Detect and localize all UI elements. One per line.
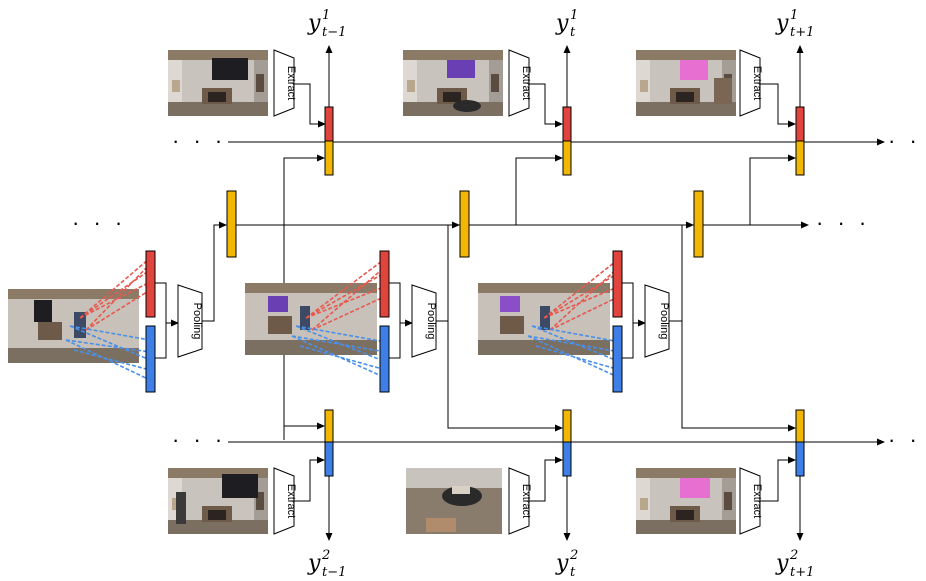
bottom-thumbnail-t-plus-1 xyxy=(636,468,736,534)
egocentric-frame-t-plus-1 xyxy=(478,257,621,379)
svg-text:2: 2 xyxy=(321,548,330,563)
feature-red-top-t-minus-1 xyxy=(324,106,334,142)
pooled-to-bottom-wires xyxy=(284,262,796,432)
svg-text:t−1: t−1 xyxy=(322,25,346,40)
bottom-ellipsis-left: · · · xyxy=(172,427,226,452)
svg-text:1: 1 xyxy=(570,8,578,23)
feature-blue-bottom-t-plus-1 xyxy=(795,441,805,477)
pooling-label: Pooling xyxy=(191,303,203,340)
svg-text:y: y xyxy=(555,11,569,36)
feature-yellow-top-t-minus-1 xyxy=(324,140,334,176)
extract-block-bottom-t: Extract xyxy=(508,467,532,535)
output-bottom-t-plus-1: y 2 t+1 xyxy=(775,548,814,580)
pooling-label: Pooling xyxy=(425,303,437,340)
output-bottom-t: y 2 t xyxy=(555,548,578,580)
extract-label: Extract xyxy=(751,66,763,100)
extract-block-bottom-t-plus-1: Extract xyxy=(739,467,763,535)
middle-ellipsis-left: · · · xyxy=(72,210,126,235)
attention-red-t-plus-1 xyxy=(612,250,623,318)
extract-block-top-t-plus-1: Extract xyxy=(739,49,763,117)
top-ellipsis-right: · · · xyxy=(888,128,926,153)
output-bottom-t-minus-1: y 2 t−1 xyxy=(307,548,346,580)
svg-text:y: y xyxy=(775,551,789,576)
svg-text:2: 2 xyxy=(789,548,798,563)
pooling-stage-t: Pooling xyxy=(245,221,460,393)
attention-blue-t-plus-1 xyxy=(612,325,623,393)
top-thumbnail-t-minus-1 xyxy=(168,50,268,116)
top-thumbnail-t xyxy=(403,50,503,116)
pooling-block-t-minus-1: Pooling xyxy=(177,284,203,358)
extract-label: Extract xyxy=(285,66,297,100)
extract-label: Extract xyxy=(751,484,763,518)
svg-text:y: y xyxy=(775,11,789,36)
tv-screen xyxy=(447,60,475,78)
attention-blue-t-minus-1 xyxy=(145,325,156,393)
attention-red-t-minus-1 xyxy=(145,250,156,318)
extract-label: Extract xyxy=(520,484,532,518)
svg-text:1: 1 xyxy=(790,8,798,23)
pooling-stage-t-minus-1: Pooling xyxy=(8,221,227,393)
feature-red-top-t xyxy=(562,106,572,142)
middle-row: · · · · · · xyxy=(72,154,870,440)
top-thumbnail-t-plus-1 xyxy=(636,50,736,116)
output-top-t-plus-1: y 1 t+1 xyxy=(775,8,814,40)
feature-blue-bottom-t-minus-1 xyxy=(324,441,334,477)
extract-block-top-t: Extract xyxy=(508,49,532,117)
pooling-block-t-plus-1: Pooling xyxy=(644,284,670,358)
egocentric-frame-t xyxy=(245,257,387,379)
tv-screen xyxy=(212,58,248,80)
attention-red-t xyxy=(379,250,390,318)
svg-text:y: y xyxy=(307,11,321,36)
bottom-thumbnail-t xyxy=(406,468,502,534)
feature-blue-bottom-t xyxy=(562,441,572,477)
pooled-state-t-plus-1 xyxy=(693,190,704,258)
top-ellipsis-left: · · · xyxy=(172,128,226,153)
svg-text:y: y xyxy=(555,551,569,576)
feature-yellow-top-t xyxy=(562,140,572,176)
pooling-stage-t-plus-1: Pooling xyxy=(478,221,694,393)
extract-label: Extract xyxy=(285,484,297,518)
tv-screen xyxy=(680,478,710,498)
output-top-t: y 1 t xyxy=(555,8,578,40)
feature-yellow-bottom-t-plus-1 xyxy=(795,409,805,443)
tv-screen xyxy=(222,474,258,498)
output-top-t-minus-1: y 1 t−1 xyxy=(307,8,346,40)
top-row: · · · · · · Extract y 1 t−1 xyxy=(168,8,926,176)
pooling-block-t: Pooling xyxy=(411,284,437,358)
bottom-row: · · · · · · Extract y 2 t−1 xyxy=(168,409,926,580)
pooling-label: Pooling xyxy=(658,303,670,340)
feature-yellow-bottom-t xyxy=(562,409,572,443)
middle-ellipsis-right: · · · xyxy=(816,210,870,235)
bottom-thumbnail-t-minus-1 xyxy=(168,468,268,534)
extract-label: Extract xyxy=(520,66,532,100)
svg-text:t: t xyxy=(570,25,576,40)
feature-yellow-bottom-t-minus-1 xyxy=(324,409,334,443)
tv-screen xyxy=(680,60,708,80)
svg-text:t+1: t+1 xyxy=(790,25,814,40)
extract-block-bottom-t-minus-1: Extract xyxy=(273,467,297,535)
bottom-ellipsis-right: · · · xyxy=(888,427,926,452)
pooled-state-t-minus-1 xyxy=(226,190,237,258)
svg-text:t+1: t+1 xyxy=(790,565,814,580)
feature-yellow-top-t-plus-1 xyxy=(795,140,805,176)
egocentric-frame-t-minus-1 xyxy=(8,257,151,381)
svg-text:t: t xyxy=(570,565,576,580)
svg-text:1: 1 xyxy=(322,8,330,23)
extract-block-top-t-minus-1: Extract xyxy=(273,49,297,117)
feature-red-top-t-plus-1 xyxy=(795,106,805,142)
svg-text:2: 2 xyxy=(569,548,578,563)
svg-text:y: y xyxy=(307,551,321,576)
svg-text:t−1: t−1 xyxy=(322,565,346,580)
attention-blue-t xyxy=(379,325,390,393)
pooled-state-t xyxy=(459,190,470,258)
